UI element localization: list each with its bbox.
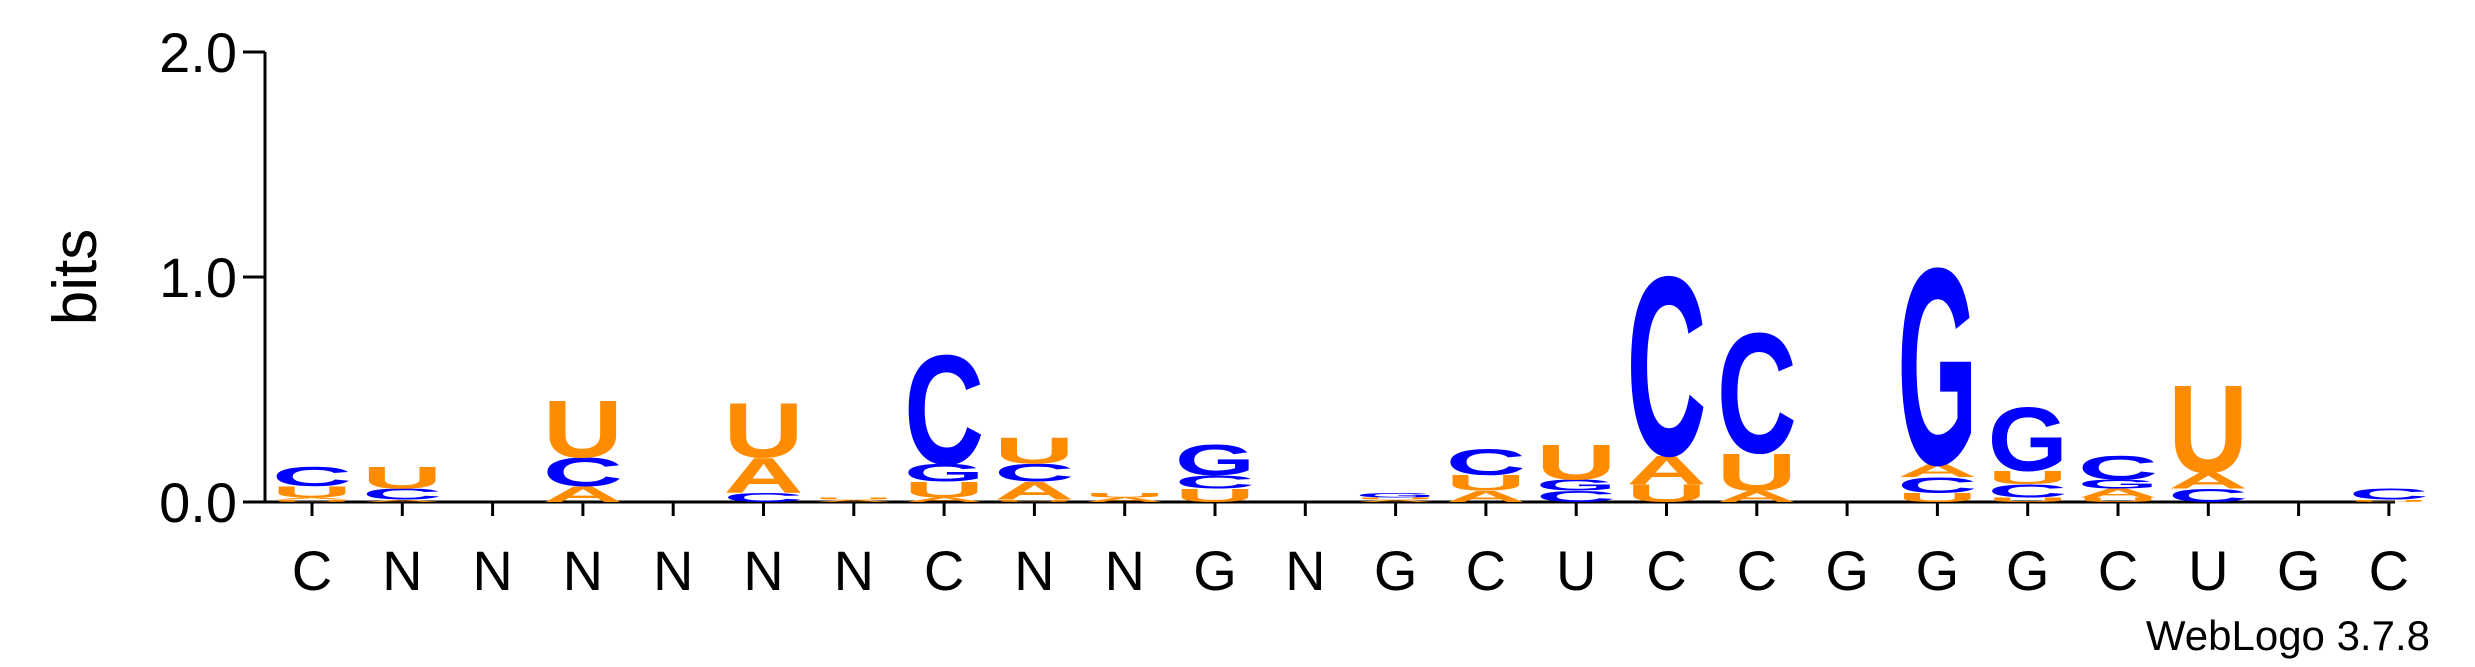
logo-letter-a: A [1627, 448, 1707, 493]
x-tick-label: N [1104, 539, 1144, 602]
logo-letter-c: C [1717, 297, 1797, 489]
x-tick-label: G [2006, 539, 2050, 602]
y-tick-label: 0.0 [159, 471, 237, 534]
logo-letter-a: A [362, 499, 442, 502]
logo-letter-c: C [1446, 442, 1526, 484]
x-tick-label: G [1374, 539, 1418, 602]
x-tick-label: C [924, 539, 964, 602]
logo-letter-u: U [2078, 496, 2158, 503]
x-tick-label: C [2369, 539, 2409, 602]
logo-letter-g: G [1175, 436, 1255, 485]
logo-letter-a: A [1085, 496, 1165, 503]
logo-letter-u: U [904, 478, 984, 502]
logo-letter-u: U [543, 385, 623, 475]
logo-letter-g: G [904, 459, 984, 487]
logo-letter-a: A [1717, 488, 1797, 505]
x-tick-label: C [1466, 539, 1506, 602]
logo-letter-u: U [723, 387, 803, 474]
logo-letter-u: U [1175, 485, 1255, 506]
x-tick-label: N [1014, 539, 1054, 602]
x-tick-label: N [834, 539, 874, 602]
logo-letter-a: A [543, 482, 623, 506]
logo-letter-g: G [1988, 390, 2068, 491]
logo-letter-a: A [2168, 469, 2248, 493]
x-tick-label: N [653, 539, 693, 602]
logo-letter-u: U [1536, 434, 1616, 490]
logo-letter-c: C [1536, 488, 1616, 505]
x-tick-label: N [743, 539, 783, 602]
logo-letter-c: C [904, 322, 984, 497]
logo-letter-u: U [1717, 443, 1797, 502]
logo-letter-u: U [1988, 467, 2068, 488]
logo-letter-a: A [1897, 461, 1977, 482]
logo-letter-u: U [1897, 491, 1977, 505]
y-tick-label: 1.0 [159, 246, 237, 309]
logo-letter-u: U [272, 499, 352, 502]
x-tick-label: G [1193, 539, 1237, 602]
x-tick-label: C [292, 539, 332, 602]
logo-letter-a: A [1446, 488, 1526, 505]
logo-letter-c: C [994, 459, 1074, 487]
weblogo-version: WebLogo 3.7.8 [2146, 612, 2430, 659]
y-axis: 0.0 1.0 2.0 bits [41, 21, 267, 534]
logo-letter-c: C [272, 461, 352, 492]
logo-letter-u: U [1356, 497, 1436, 500]
logo-letter-c: C [362, 486, 442, 503]
logo-letter-u: U [814, 497, 894, 500]
logo-letter-a: A [814, 499, 894, 502]
logo-letter-c: C [1175, 472, 1255, 493]
logo-letter-a: A [1356, 499, 1436, 502]
x-tick-label: N [472, 539, 512, 602]
logo-letter-c: C [2349, 486, 2429, 503]
logo-letter-a: A [723, 447, 803, 503]
logo-letter-g: G [1356, 492, 1436, 499]
logo-letter-c: C [1988, 481, 2068, 502]
logo-letter-a: A [2078, 486, 2158, 500]
y-axis-title: bits [41, 229, 110, 325]
logo-letter-g: G [1536, 477, 1616, 494]
logo-letter-c: C [723, 491, 803, 505]
y-ticks: 0.0 1.0 2.0 [159, 21, 265, 534]
logo-letter-g: G [1897, 209, 1977, 523]
logo-letter-u: U [272, 484, 352, 501]
x-tick-label: C [1737, 539, 1777, 602]
x-tick-label: G [1825, 539, 1869, 602]
logo-letter-a: A [994, 477, 1074, 505]
x-tick-label: U [2188, 539, 2228, 602]
y-tick-label: 2.0 [159, 21, 237, 84]
x-tick-label: G [2277, 539, 2321, 602]
x-tick-label: C [1646, 539, 1686, 602]
x-tick-label: N [382, 539, 422, 602]
logo-letter-u: U [2168, 360, 2248, 499]
logo-letter-u: U [1446, 471, 1526, 495]
logo-letter-u: U [1627, 480, 1707, 508]
logo-letter-u: U [362, 460, 442, 495]
logo-letter-u: U [994, 430, 1074, 472]
logo-letter-c: C [2168, 485, 2248, 506]
logo-letter-u: U [994, 499, 1074, 502]
x-tick-label: N [1285, 539, 1325, 602]
logo-letter-c: C [1897, 473, 1977, 497]
logo-letter-g: G [2078, 477, 2158, 491]
x-tick-label: U [1556, 539, 1596, 602]
x-tick-label: G [1916, 539, 1960, 602]
logo-letter-a: A [272, 497, 352, 500]
x-tick-label: C [2098, 539, 2138, 602]
logo-letter-c: C [1627, 224, 1707, 510]
logo-letter-c: C [2078, 448, 2158, 487]
logo-letter-a: A [904, 496, 984, 503]
logo-letter-u: U [2349, 499, 2429, 502]
x-tick-label: N [563, 539, 603, 602]
logo-letter-c: C [543, 450, 623, 495]
logo-letter-u: U [1988, 496, 2068, 503]
logo-letter-u: U [1085, 492, 1165, 499]
